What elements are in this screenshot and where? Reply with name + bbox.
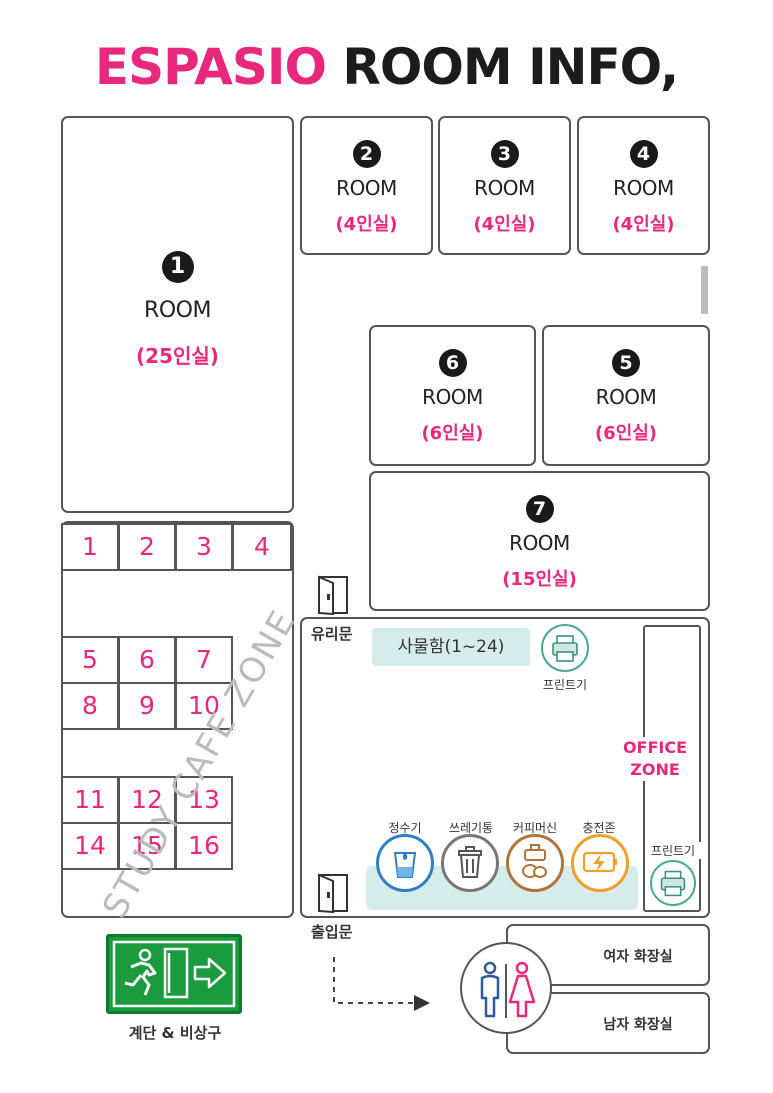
room-6[interactable]: 6 ROOM (6인실) (369, 325, 536, 466)
office-zone-label: OFFICE ZONE (614, 737, 696, 781)
room-2[interactable]: 2 ROOM (4인실) (300, 116, 433, 255)
wall-marker (701, 266, 708, 314)
printer-label: 프린트기 (542, 678, 588, 692)
mens-restroom-label: 남자 화장실 (603, 1017, 673, 1033)
seat-1[interactable]: 1 (61, 523, 119, 571)
exit-running-person-icon (112, 940, 236, 1008)
room-capacity: (25인실) (136, 344, 219, 368)
room-number-badge: 5 (612, 349, 640, 377)
seat-8[interactable]: 8 (61, 682, 119, 730)
charging-zone-icon[interactable] (571, 834, 629, 892)
room-number-badge: 1 (161, 251, 194, 283)
room-capacity: (6인실) (594, 423, 658, 444)
room-capacity: (4인실) (612, 214, 675, 235)
glass-door-icon[interactable] (315, 574, 353, 620)
page-title: ESPASIO ROOM INFO, (0, 38, 773, 96)
room-number-badge: 4 (629, 140, 658, 168)
entrance-door-icon[interactable] (315, 872, 353, 918)
room-name: ROOM (422, 385, 483, 409)
water-dispenser-icon[interactable] (376, 834, 434, 892)
emergency-exit-sign[interactable] (106, 934, 242, 1014)
seat-14[interactable]: 14 (61, 822, 119, 870)
printer-icon[interactable] (541, 624, 589, 672)
room-name: ROOM (474, 176, 535, 200)
title-brand: ESPASIO (94, 38, 327, 96)
room-number-badge: 2 (352, 140, 381, 168)
seat-9[interactable]: 9 (118, 682, 176, 730)
seat-2[interactable]: 2 (118, 523, 176, 571)
room-name: ROOM (595, 385, 657, 409)
room-number-badge: 6 (438, 349, 467, 377)
room-3[interactable]: 3 ROOM (4인실) (438, 116, 571, 255)
locker-area[interactable]: 사물함(1~24) (372, 628, 530, 666)
office-zone-line1: OFFICE (622, 738, 688, 757)
room-5[interactable]: 5 ROOM (6인실) (542, 325, 710, 466)
entrance-door-label: 출입문 (309, 921, 355, 942)
path-arrow-icon (333, 957, 430, 1011)
seat-6[interactable]: 6 (118, 636, 176, 684)
amenity-label-coffee: 커피머신 (512, 821, 558, 835)
seat-15[interactable]: 15 (118, 822, 176, 870)
seat-7[interactable]: 7 (175, 636, 233, 684)
seat-10[interactable]: 10 (175, 682, 233, 730)
seat-4[interactable]: 4 (232, 523, 292, 571)
restroom-icon[interactable] (460, 942, 552, 1034)
room-capacity: (4인실) (335, 214, 398, 235)
room-name: ROOM (613, 176, 674, 200)
title-rest: ROOM INFO, (342, 38, 679, 96)
room-number-badge: 7 (525, 495, 554, 523)
amenity-label-water: 정수기 (388, 821, 422, 835)
amenity-label-charging: 충전존 (582, 821, 616, 835)
womens-restroom-label: 여자 화장실 (603, 949, 673, 965)
room-name: ROOM (509, 531, 570, 555)
amenity-label-trash: 쓰레기통 (448, 821, 494, 835)
room-7[interactable]: 7 ROOM (15인실) (369, 471, 710, 611)
room-capacity: (4인실) (473, 214, 536, 235)
office-zone-line2: ZONE (630, 760, 680, 779)
room-capacity: (6인실) (421, 423, 484, 444)
seat-3[interactable]: 3 (175, 523, 233, 571)
room-4[interactable]: 4 ROOM (4인실) (577, 116, 710, 255)
trash-bin-icon[interactable] (441, 834, 499, 892)
glass-door-label: 유리문 (309, 623, 355, 644)
coffee-machine-icon[interactable] (506, 834, 564, 892)
room-name: ROOM (144, 298, 211, 323)
room-capacity: (15인실) (502, 569, 577, 590)
seat-16[interactable]: 16 (175, 822, 233, 870)
seat-12[interactable]: 12 (118, 776, 176, 824)
seat-11[interactable]: 11 (61, 776, 119, 824)
room-number-badge: 3 (490, 140, 519, 168)
printer-label-office: 프린트기 (645, 842, 701, 859)
printer-icon-office[interactable] (650, 860, 696, 906)
seat-5[interactable]: 5 (61, 636, 119, 684)
room-1[interactable]: 1 ROOM (25인실) (61, 116, 294, 513)
room-name: ROOM (336, 176, 397, 200)
exit-label: 계단 & 비상구 (128, 1024, 222, 1042)
